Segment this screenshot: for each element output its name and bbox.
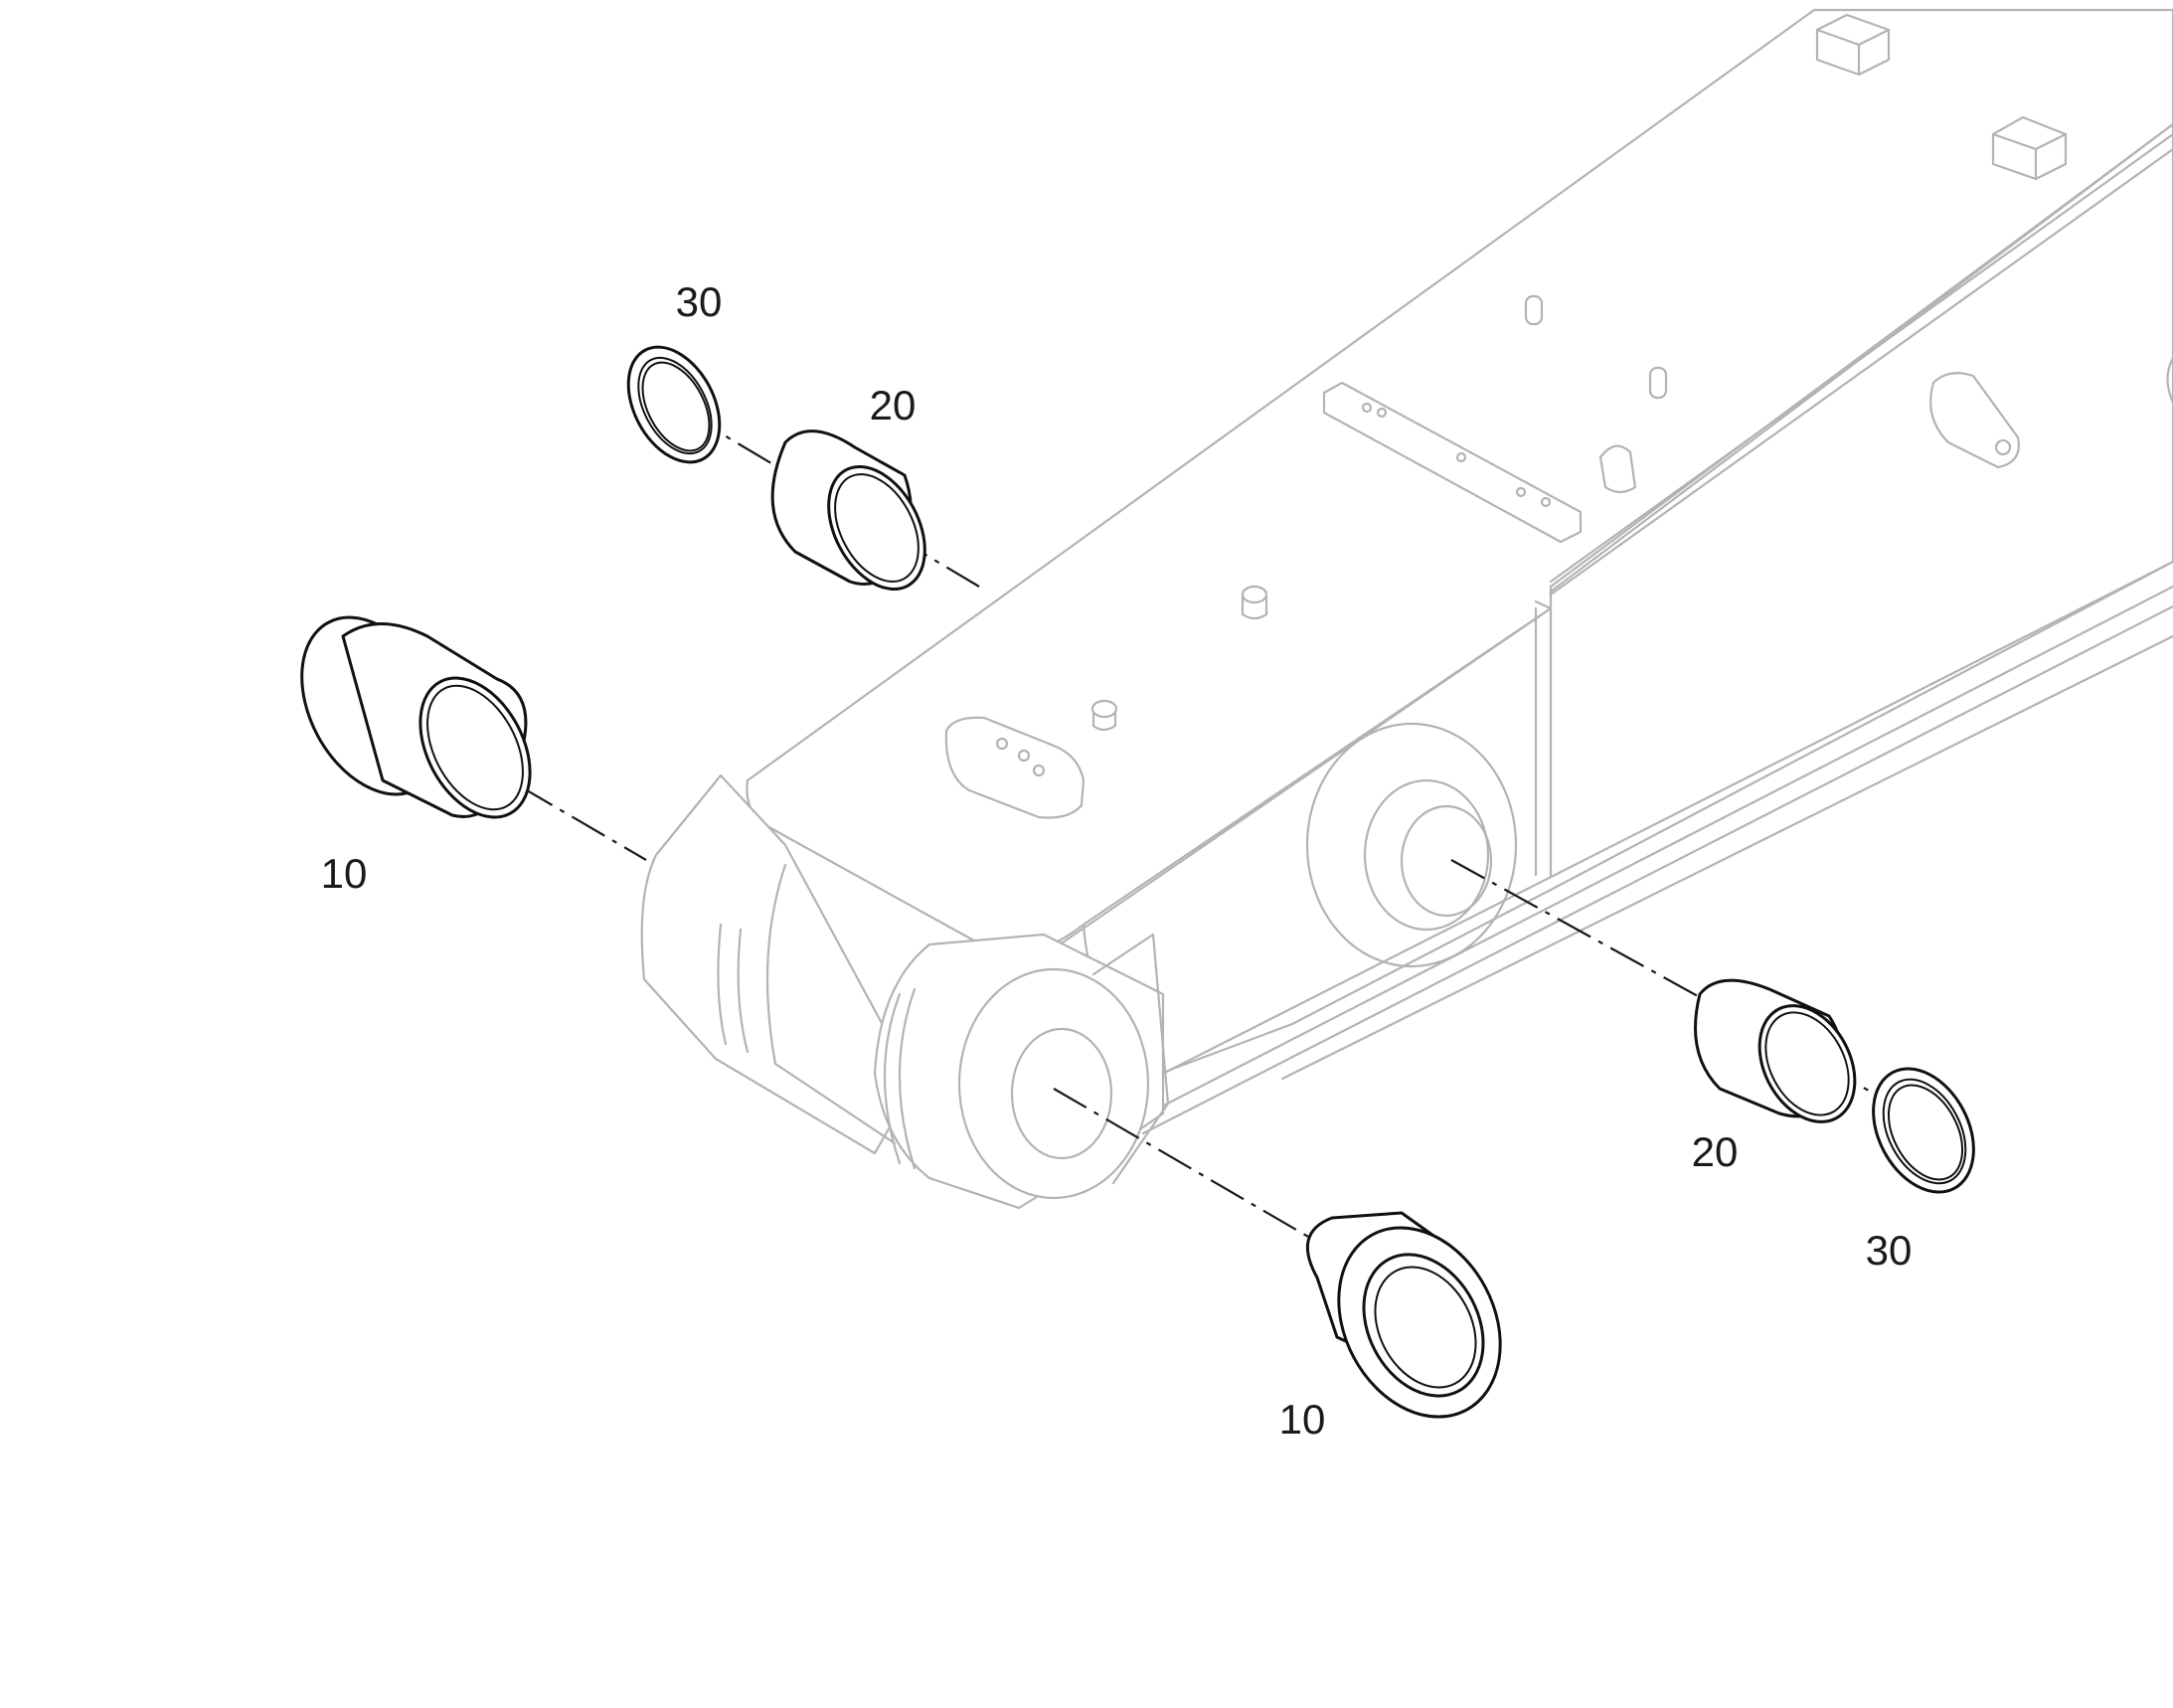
ring-lower-outer: [1853, 1052, 1993, 1210]
callout-sleeve-lower: 20: [1692, 1128, 1739, 1175]
hook-bracket: [1600, 446, 1635, 492]
callout-bushing-right: 10: [1279, 1396, 1326, 1443]
ring-upper-outer: [610, 331, 739, 477]
boss-pin-1-top: [1092, 701, 1116, 717]
callout-ring-upper: 30: [676, 278, 723, 325]
flanged-bushing-left[interactable]: [273, 594, 553, 836]
boss-pin-2-top: [1243, 587, 1266, 602]
callout-ring-lower: 30: [1866, 1227, 1913, 1274]
sleeve-upper[interactable]: [772, 431, 944, 605]
flanged-bushing-right[interactable]: [1307, 1199, 1532, 1445]
retaining-ring-upper[interactable]: [610, 331, 739, 477]
sleeve-lower[interactable]: [1696, 980, 1875, 1138]
post-1: [1526, 296, 1542, 324]
front-pin-boss-outer: [959, 969, 1148, 1198]
post-2: [1650, 368, 1666, 398]
retaining-ring-lower[interactable]: [1853, 1052, 1993, 1210]
boom-assembly: [642, 10, 2173, 1208]
callout-sleeve-upper: 20: [870, 382, 917, 428]
callout-bushing-left: 10: [321, 850, 368, 897]
